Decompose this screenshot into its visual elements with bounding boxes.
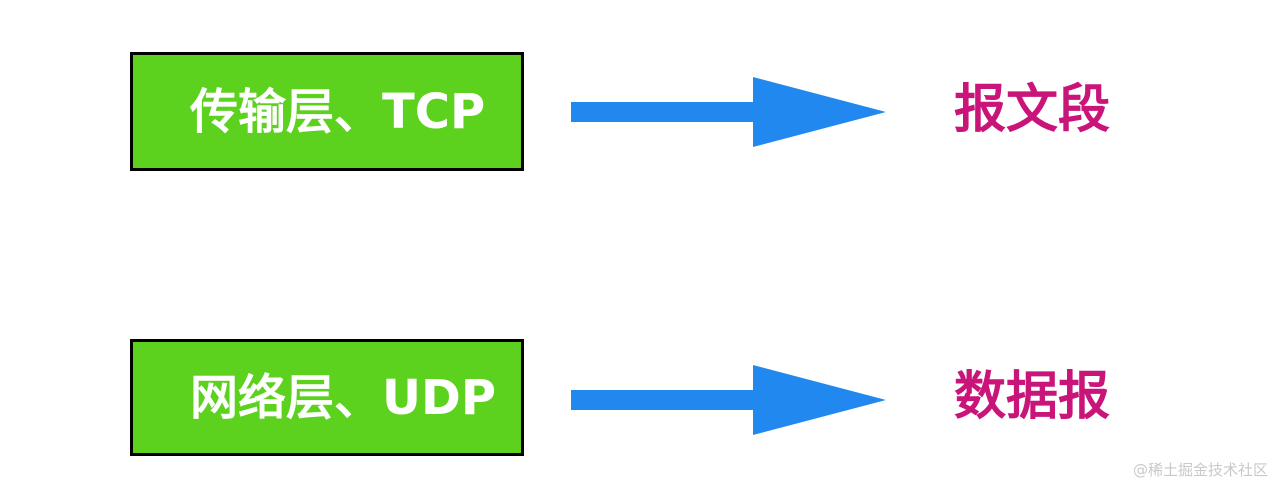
layer-box-label: 传输层、TCP	[190, 83, 486, 140]
right-arrow-icon	[568, 363, 890, 437]
layer-box-transport-tcp: 传输层、TCP	[130, 52, 524, 171]
layer-box-network-udp: 网络层、UDP	[130, 339, 524, 456]
right-arrow-shape	[571, 77, 886, 147]
result-label-segment: 报文段	[954, 80, 1111, 140]
layer-box-label: 网络层、UDP	[190, 369, 497, 426]
right-arrow-shape	[571, 365, 886, 435]
right-arrow-icon	[568, 75, 890, 149]
watermark: @稀土掘金技术社区	[1132, 461, 1268, 479]
result-label-datagram: 数据报	[954, 367, 1111, 427]
